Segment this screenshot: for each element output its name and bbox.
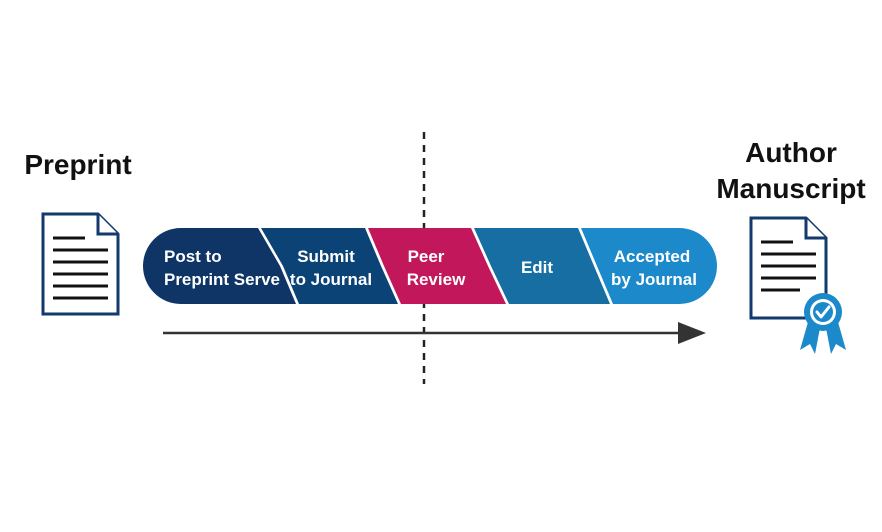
step-segment-4	[474, 228, 610, 304]
step-1-line-2: Preprint Serve	[164, 270, 280, 289]
step-4-label: Edit	[521, 258, 553, 277]
step-2-line-1: Submit	[297, 247, 355, 266]
step-segment-2	[261, 228, 398, 304]
timeline-arrow	[163, 322, 706, 344]
manuscript-label: Manuscript	[716, 173, 865, 204]
step-segment-5	[581, 228, 717, 304]
award-badge-icon	[800, 293, 846, 354]
step-1-line-1: Post to	[164, 247, 222, 266]
document-icon	[41, 212, 120, 316]
step-3-line-2: Review	[407, 270, 466, 289]
step-segment-1	[143, 228, 296, 304]
step-2-line-2: to Journal	[290, 270, 372, 289]
author-label: Author	[745, 137, 837, 168]
step-segment-3	[368, 228, 506, 304]
step-3-line-1: Peer	[408, 247, 445, 266]
certified-document-icon	[749, 216, 846, 354]
preprint-label: Preprint	[24, 149, 131, 180]
step-5-line-1: Accepted	[614, 247, 691, 266]
step-5-line-2: by Journal	[611, 270, 697, 289]
workflow-pill	[143, 228, 717, 304]
